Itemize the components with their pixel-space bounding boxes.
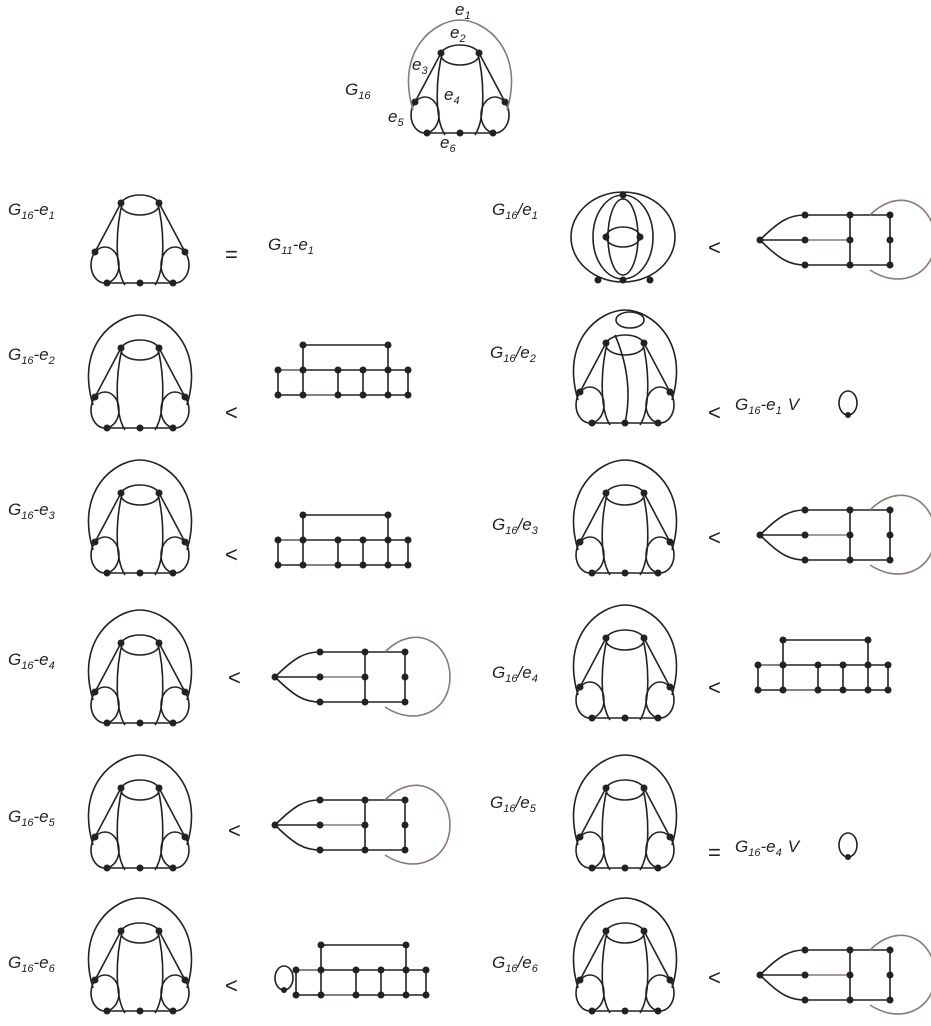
row-1-right: G16/e1 < — [492, 191, 931, 284]
row-6-right-label: G16/e6 — [492, 953, 539, 975]
g16-label: G16 — [345, 80, 371, 102]
row-6-left-graph — [88, 898, 191, 1015]
row-2-right-loop — [838, 390, 858, 419]
row-4-right: G16/e4 < — [492, 605, 893, 722]
edge-label-e5: e5 — [388, 107, 404, 129]
row-3-left: G16-e3 < — [8, 460, 413, 577]
row-5-left-minor — [270, 784, 451, 865]
row-4-left-minor — [270, 636, 451, 717]
g16-top-graph — [407, 19, 513, 138]
row-4-left-label: G16-e4 — [8, 650, 55, 672]
row-3-right-minor — [755, 494, 931, 575]
row-5-right-relation: = — [708, 840, 721, 865]
row-5-left-relation: < — [228, 818, 241, 843]
row-2-right-relation: < — [708, 400, 721, 425]
row-2-left-label: G16-e2 — [8, 345, 55, 367]
row-6-left-minor — [291, 940, 431, 1000]
row-3-left-label: G16-e3 — [8, 500, 56, 522]
row-1-left: G16-e1 = G11-e1 — [8, 194, 314, 288]
row-1-right-label: G16/e1 — [492, 200, 538, 222]
row-6-left-relation: < — [225, 973, 238, 998]
row-1-right-minor — [755, 199, 931, 280]
row-2-left-minor — [273, 340, 413, 400]
edge-label-e4: e4 — [444, 85, 460, 107]
edge-label-e2: e2 — [450, 23, 466, 45]
g16-top-labels: G16 e1 e2 e3 e4 e5 e6 — [345, 0, 471, 155]
row-6-right: G16/e6 < — [492, 898, 931, 1015]
row-1-left-graph — [90, 194, 190, 288]
row-3-right-label: G16/e3 — [492, 515, 539, 537]
row-2-right-label: G16/e2 — [490, 343, 536, 365]
row-2-left: G16-e2 < — [8, 315, 413, 432]
row-5-left: G16-e5 < — [8, 755, 451, 872]
row-2-left-graph — [88, 315, 191, 432]
row-6-left: G16-e6 < — [8, 898, 431, 1015]
row-6-right-minor — [755, 934, 931, 1015]
row-6-right-relation: < — [708, 965, 721, 990]
row-4-left-graph — [88, 610, 191, 727]
row-3-left-minor — [273, 510, 413, 570]
row-5-right-graph — [573, 755, 676, 872]
row-5-left-graph — [88, 755, 191, 872]
row-3-right: G16/e3 < — [492, 460, 931, 577]
row-1-left-relation: = — [225, 242, 238, 267]
row-6-left-loop — [274, 965, 294, 994]
row-6-right-graph — [573, 898, 676, 1015]
row-1-left-rhs: G11-e1 — [268, 235, 314, 257]
row-4-right-minor — [753, 635, 893, 695]
row-1-right-relation: < — [708, 235, 721, 260]
row-1-right-graph — [570, 191, 676, 284]
row-5-left-label: G16-e5 — [8, 807, 56, 829]
edge-label-e3: e3 — [412, 55, 428, 77]
row-1-left-label: G16-e1 — [8, 200, 55, 222]
row-5-right-label: G16/e5 — [490, 793, 537, 815]
row-4-right-label: G16/e4 — [492, 663, 538, 685]
row-3-left-relation: < — [225, 542, 238, 567]
row-4-right-relation: < — [708, 675, 721, 700]
row-4-left: G16-e4 < — [8, 610, 451, 727]
row-3-right-graph — [573, 460, 676, 577]
row-3-left-graph — [88, 460, 191, 577]
row-4-right-graph — [573, 605, 676, 722]
row-6-left-label: G16-e6 — [8, 953, 56, 975]
row-2-left-relation: < — [225, 400, 238, 425]
row-5-right-loop — [838, 832, 858, 861]
row-2-right-graph — [572, 309, 678, 428]
row-3-right-relation: < — [708, 525, 721, 550]
edge-label-e1: e1 — [455, 0, 471, 22]
row-4-left-relation: < — [228, 665, 241, 690]
edge-label-e6: e6 — [440, 133, 456, 155]
